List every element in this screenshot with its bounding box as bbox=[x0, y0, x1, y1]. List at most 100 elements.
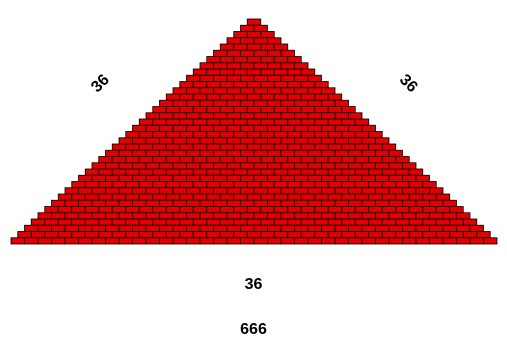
brick bbox=[322, 163, 336, 169]
brick bbox=[423, 182, 437, 188]
brick bbox=[355, 182, 369, 188]
brick bbox=[153, 219, 167, 225]
brick bbox=[58, 194, 72, 200]
brick bbox=[389, 175, 403, 181]
brick bbox=[139, 169, 153, 175]
brick bbox=[328, 207, 342, 213]
brick bbox=[166, 207, 180, 213]
brick bbox=[160, 125, 174, 131]
brick bbox=[166, 194, 180, 200]
brick bbox=[308, 213, 322, 219]
brick bbox=[18, 232, 32, 238]
brick bbox=[220, 119, 234, 125]
brick bbox=[119, 188, 133, 194]
brick bbox=[106, 163, 120, 169]
brick bbox=[187, 175, 201, 181]
brick bbox=[450, 219, 464, 225]
brick bbox=[288, 157, 302, 163]
brick bbox=[139, 144, 153, 150]
brick bbox=[430, 213, 444, 219]
brick bbox=[349, 138, 363, 144]
brick bbox=[308, 75, 322, 81]
brick bbox=[396, 182, 410, 188]
brick bbox=[220, 94, 234, 100]
brick bbox=[112, 194, 126, 200]
brick bbox=[328, 157, 342, 163]
brick bbox=[349, 200, 363, 206]
brick bbox=[180, 219, 194, 225]
brick bbox=[234, 69, 248, 75]
brick bbox=[79, 238, 93, 244]
brick bbox=[281, 163, 295, 169]
brick bbox=[65, 238, 79, 244]
brick bbox=[288, 94, 302, 100]
brick bbox=[484, 238, 498, 244]
brick bbox=[153, 207, 167, 213]
brick bbox=[416, 188, 430, 194]
brick bbox=[443, 213, 457, 219]
brick bbox=[308, 175, 322, 181]
brick bbox=[342, 219, 356, 225]
brick bbox=[52, 238, 66, 244]
brick bbox=[416, 225, 430, 231]
brick bbox=[214, 200, 228, 206]
brick bbox=[92, 238, 106, 244]
brick bbox=[335, 175, 349, 181]
brick bbox=[153, 157, 167, 163]
brick bbox=[389, 150, 403, 156]
brick bbox=[153, 144, 167, 150]
brick bbox=[423, 232, 437, 238]
brick bbox=[173, 125, 187, 131]
brick bbox=[112, 219, 126, 225]
brick bbox=[315, 232, 329, 238]
brick bbox=[268, 50, 282, 56]
brick bbox=[369, 132, 383, 138]
brick bbox=[241, 150, 255, 156]
brick bbox=[207, 207, 221, 213]
brick bbox=[200, 213, 214, 219]
brick bbox=[241, 63, 255, 69]
brick bbox=[342, 132, 356, 138]
brick bbox=[369, 219, 383, 225]
brick bbox=[376, 225, 390, 231]
brick bbox=[72, 182, 86, 188]
brick bbox=[207, 182, 221, 188]
brick bbox=[126, 207, 140, 213]
brick bbox=[180, 232, 194, 238]
brick bbox=[376, 150, 390, 156]
brick bbox=[106, 225, 120, 231]
brick bbox=[241, 200, 255, 206]
brick bbox=[328, 144, 342, 150]
brick bbox=[227, 225, 241, 231]
brick bbox=[315, 182, 329, 188]
brick bbox=[315, 119, 329, 125]
brick bbox=[281, 125, 295, 131]
brick bbox=[382, 232, 396, 238]
brick bbox=[281, 175, 295, 181]
brick bbox=[220, 82, 234, 88]
brick bbox=[139, 194, 153, 200]
brick bbox=[355, 232, 369, 238]
brick bbox=[396, 157, 410, 163]
brick bbox=[328, 194, 342, 200]
brick bbox=[166, 94, 180, 100]
brick bbox=[92, 188, 106, 194]
brick bbox=[234, 182, 248, 188]
brick bbox=[173, 138, 187, 144]
brick bbox=[355, 132, 369, 138]
brick bbox=[126, 194, 140, 200]
brick bbox=[355, 219, 369, 225]
brick bbox=[153, 232, 167, 238]
brick bbox=[322, 188, 336, 194]
brick bbox=[335, 125, 349, 131]
brick bbox=[328, 182, 342, 188]
brick bbox=[79, 188, 93, 194]
brick bbox=[200, 225, 214, 231]
brick bbox=[436, 219, 450, 225]
brick bbox=[295, 200, 309, 206]
brick bbox=[322, 200, 336, 206]
brick bbox=[315, 219, 329, 225]
brick bbox=[328, 119, 342, 125]
brick bbox=[187, 125, 201, 131]
brick bbox=[295, 113, 309, 119]
